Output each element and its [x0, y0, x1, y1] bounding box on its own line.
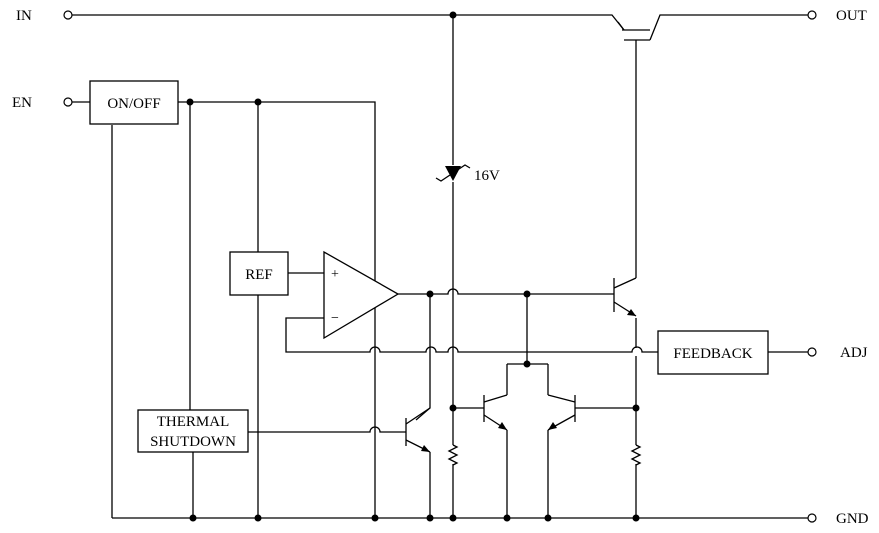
- thermal-shutdown-transistor: [405, 407, 431, 453]
- output-driver-transistor: [613, 277, 637, 317]
- opamp-plus-sign: +: [331, 267, 339, 282]
- pin-adj-label: ADJ: [840, 345, 868, 361]
- junction-dots: [186, 11, 640, 522]
- pin-out-label: OUT: [836, 8, 867, 24]
- on-off-label: ON/OFF: [107, 96, 160, 112]
- zener-voltage-label: 16V: [474, 168, 500, 184]
- on-off-block: ON/OFF: [89, 80, 179, 125]
- wires: [72, 14, 808, 519]
- mirror-top-link: [506, 294, 549, 395]
- feedback-block: FEEDBACK: [657, 330, 769, 375]
- out-transistor-wiring: [624, 14, 808, 278]
- in-rail: [72, 14, 625, 31]
- thermal-label-line1: THERMAL: [157, 414, 230, 430]
- error-amplifier: + −: [323, 250, 400, 340]
- pin-en-label: EN: [12, 95, 32, 111]
- resistor-left-icon: [447, 444, 459, 466]
- out-transistor-base: [617, 21, 650, 31]
- resistor-right-icon: [630, 444, 642, 466]
- pin-out: OUT: [807, 8, 867, 24]
- pin-adj: ADJ: [807, 345, 868, 361]
- ref-block: REF: [229, 251, 289, 296]
- mirror-right-transistor: [547, 394, 576, 431]
- zener-diode-icon: [435, 164, 471, 182]
- mirror-to-gnd: [506, 430, 549, 518]
- thermal-label-line2: SHUTDOWN: [150, 434, 236, 450]
- opamp-to-thermal-transistor: [415, 294, 431, 421]
- pin-en: EN: [12, 95, 73, 111]
- pin-gnd: GND: [807, 511, 869, 527]
- pin-in-label: IN: [16, 8, 32, 24]
- ref-label: REF: [245, 267, 273, 283]
- pin-gnd-label: GND: [836, 511, 869, 527]
- thermal-output: [248, 426, 406, 433]
- pin-in: IN: [16, 8, 73, 24]
- opamp-output: [398, 288, 614, 295]
- opamp-minus-sign: −: [331, 311, 339, 326]
- thermal-shutdown-block: THERMAL SHUTDOWN: [137, 409, 249, 453]
- minus-feedback-loop: [285, 317, 658, 353]
- onoff-output-wire: [178, 101, 376, 517]
- feedback-label: FEEDBACK: [673, 346, 752, 362]
- mirror-left-transistor: [483, 394, 508, 431]
